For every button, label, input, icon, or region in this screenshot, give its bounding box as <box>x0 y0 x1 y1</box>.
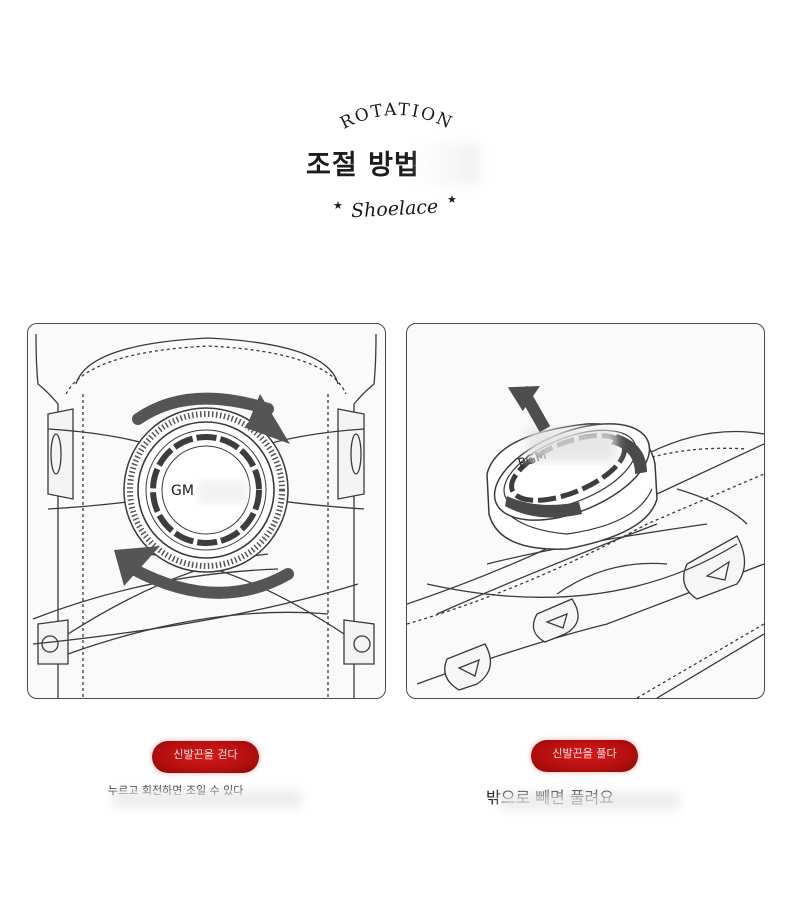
rotate-counterclockwise-arrow-icon <box>114 546 294 599</box>
shoelace-script-text: ★ Shoelace ★ <box>333 193 457 223</box>
gm-dial: GM <box>123 407 289 573</box>
star-icon: ★ <box>333 199 343 212</box>
pgm-dial: PGM <box>486 423 658 550</box>
illustration-loosen: PGM <box>406 323 765 699</box>
illustration-tighten: GM <box>27 323 386 699</box>
page-title: 조절 방법 <box>306 150 420 181</box>
rotation-arc-text: ROTATION <box>337 100 456 134</box>
rotate-clockwise-arrow-icon <box>132 392 290 444</box>
pull-up-arrow-icon <box>507 385 551 433</box>
caption-blur-overlay <box>500 792 680 810</box>
tighten-badge: 신발끈을 걷다 <box>152 741 259 773</box>
svg-text:GM: GM <box>171 483 194 499</box>
title-blur-overlay <box>410 142 480 186</box>
svg-text:ROTATION: ROTATION <box>337 100 456 134</box>
svg-text:Shoelace: Shoelace <box>351 196 439 223</box>
caption-blur-overlay <box>112 790 302 808</box>
rotation-label: ROTATION <box>337 100 454 134</box>
star-icon: ★ <box>447 193 457 206</box>
loosen-badge: 신발끈을 풀다 <box>531 740 638 772</box>
